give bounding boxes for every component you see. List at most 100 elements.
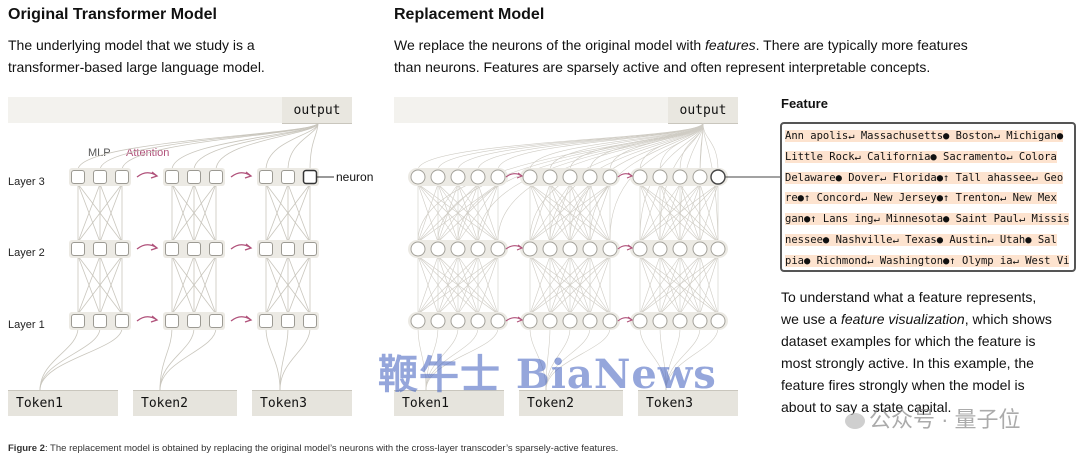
- connection-line: [171, 183, 217, 243]
- feature-row-text: gan●↑ Lans ing↵ Minnesota● Saint Paul↵ M…: [785, 213, 1070, 226]
- token-connection: [265, 327, 281, 391]
- feature-node: [522, 313, 538, 329]
- feature-node: [672, 169, 688, 185]
- feature-node: [632, 313, 648, 329]
- attention-arrowhead: [516, 316, 524, 323]
- attention-arrowhead: [626, 172, 634, 179]
- token-connection: [425, 327, 479, 391]
- connection-line: [99, 255, 123, 315]
- connection-line: [77, 255, 101, 315]
- right-desc-emphasis: features: [705, 37, 756, 53]
- feature-node: [542, 313, 558, 329]
- connection-line: [171, 255, 195, 315]
- mlp-node: [165, 242, 179, 256]
- feature-node: [652, 169, 668, 185]
- output-connection: [121, 122, 319, 171]
- connection-line: [457, 255, 499, 315]
- output-connection: [99, 122, 319, 171]
- mlp-label: MLP: [88, 147, 111, 159]
- mlp-node: [115, 314, 129, 328]
- connection-line: [679, 255, 701, 315]
- output-connection: [193, 122, 319, 171]
- token-connection: [279, 327, 311, 391]
- connection-line: [437, 255, 499, 315]
- mlp-node: [259, 170, 273, 184]
- output-connection: [529, 122, 704, 171]
- output-connection: [569, 122, 704, 171]
- connection-line: [549, 255, 611, 315]
- feature-node: [692, 241, 708, 257]
- feature-node: [710, 241, 726, 257]
- output-connection: [569, 122, 704, 243]
- connection-line: [639, 183, 701, 243]
- feature-node: [692, 169, 708, 185]
- connection-line: [417, 255, 499, 315]
- feature-node: [602, 313, 618, 329]
- output-connection: [215, 122, 319, 171]
- attention-arrowhead: [244, 315, 253, 323]
- connection-line: [639, 255, 701, 315]
- feature-desc-line: To understand what a feature represents,: [781, 289, 1037, 305]
- wechat-icon: [845, 413, 865, 430]
- left-network-diagram: [39, 122, 334, 391]
- feature-row-text: pia● Richmond↵ Washington●↑ Olymp ia↵ We…: [785, 254, 1070, 267]
- output-connection: [702, 122, 719, 171]
- connection-line: [287, 183, 311, 243]
- right-desc-line2: than neurons. Features are sparsely acti…: [394, 59, 931, 75]
- attention-arrowhead: [516, 244, 524, 251]
- mlp-node: [187, 242, 201, 256]
- right-output-box: output: [668, 97, 738, 124]
- connection-line: [77, 255, 123, 315]
- connection-line: [287, 255, 311, 315]
- feature-node: [672, 313, 688, 329]
- attention-arrowhead: [244, 171, 253, 179]
- feature-desc-line: we use a feature visualization, which sh…: [781, 308, 1077, 330]
- connection-line: [639, 183, 661, 243]
- output-connection: [417, 122, 704, 171]
- connection-line: [639, 255, 719, 315]
- connection-line: [529, 183, 591, 243]
- feature-node: [602, 169, 618, 185]
- token-connection: [39, 327, 79, 391]
- watermark-wechat: 公众号 · 量子位: [845, 402, 1021, 434]
- output-connection: [609, 122, 704, 243]
- attention-arrowhead: [150, 171, 159, 179]
- token-connection: [529, 327, 547, 391]
- connection-line: [477, 255, 499, 315]
- feature-visualization-box: Ann apolis↵ Massachusetts● Boston↵ Michi…: [780, 122, 1076, 272]
- output-connection: [702, 122, 719, 243]
- feature-node: [430, 169, 446, 185]
- mlp-node: [281, 314, 295, 328]
- token-connection: [665, 327, 681, 391]
- connection-line: [193, 183, 217, 243]
- feature-node: [450, 241, 466, 257]
- output-connection: [77, 122, 319, 171]
- connection-line: [569, 255, 611, 315]
- output-connection: [549, 122, 704, 171]
- mlp-node: [281, 170, 295, 184]
- mlp-node: [71, 242, 85, 256]
- mlp-node: [165, 170, 179, 184]
- attention-arrowhead: [150, 315, 159, 323]
- connection-line: [417, 255, 459, 315]
- figure-caption: Figure 2: The replacement model is obtai…: [8, 443, 618, 454]
- feature-desc-emphasis: feature visualization: [840, 311, 965, 327]
- connection-line: [457, 183, 499, 243]
- connection-line: [529, 255, 571, 315]
- output-connection: [699, 122, 704, 243]
- right-desc-line1: We replace the neurons of the original m…: [394, 34, 968, 56]
- feature-node: [562, 241, 578, 257]
- feature-node: [652, 241, 668, 257]
- connection-line: [529, 255, 611, 315]
- feature-node: [450, 313, 466, 329]
- token-connection: [425, 327, 439, 391]
- feature-description: To understand what a feature represents,…: [781, 286, 1077, 418]
- feature-node: [652, 313, 668, 329]
- left-output-box: output: [282, 97, 352, 124]
- layer-2-label: Layer 2: [8, 247, 45, 259]
- right-desc-text-b: . There are typically more features: [755, 37, 968, 53]
- feature-row-text: Delaware● Dover↵ Florida●↑ Tall ahassee↵…: [785, 171, 1064, 184]
- connection-line: [639, 255, 681, 315]
- feature-desc-text: we use a: [781, 311, 841, 327]
- feature-row: Delaware● Dover↵ Florida●↑ Tall ahassee↵…: [785, 168, 1071, 189]
